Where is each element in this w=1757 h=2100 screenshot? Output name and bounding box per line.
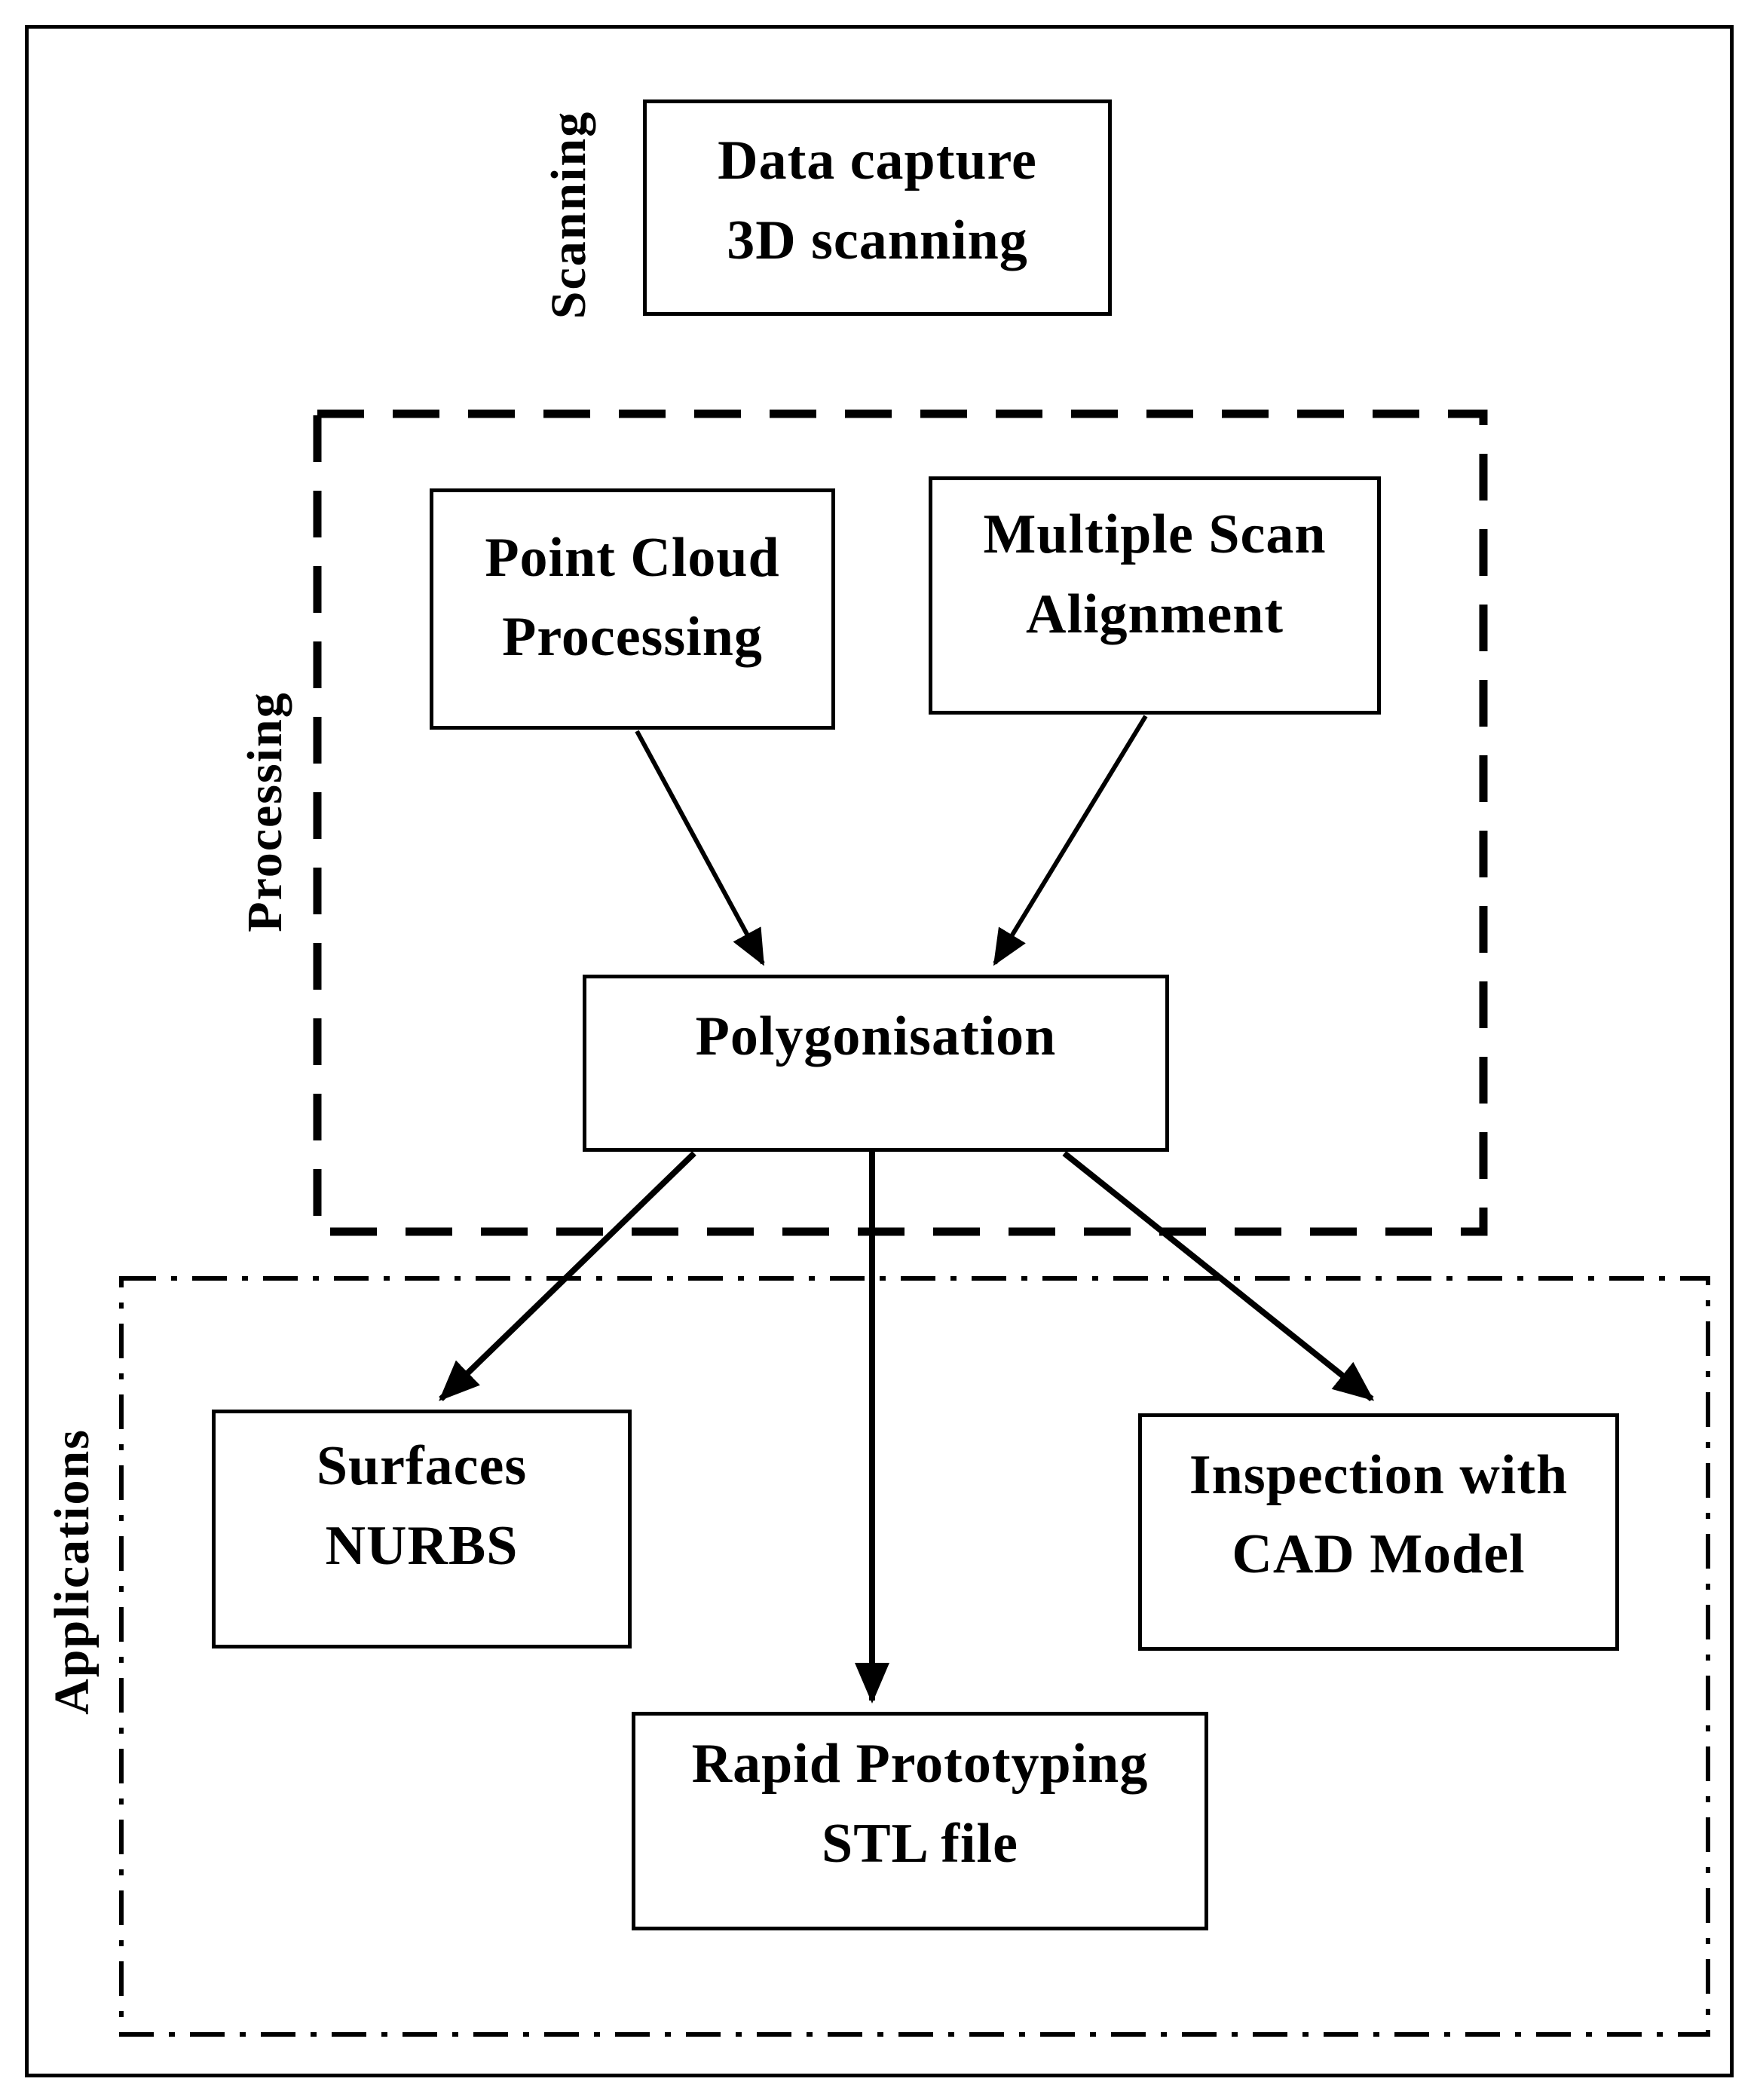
section-label-scanning: Scanning: [541, 110, 596, 320]
arrow-polygonisation-to-surfaces: [439, 1151, 696, 1401]
section-label-applications: Applications: [44, 1428, 99, 1715]
arrow-polygonisation-to-inspection: [1062, 1150, 1375, 1402]
node-rapid-prototyping-stl: Rapid Prototyping STL file: [632, 1712, 1208, 1930]
node-point-cloud-line1: Point Cloud: [485, 526, 780, 589]
node-multiple-scan-line2: Alignment: [1026, 583, 1284, 645]
arrow-point-cloud-to-polygonisation: [635, 730, 765, 966]
node-data-capture-line2: 3D scanning: [727, 209, 1028, 271]
node-rapid-line1: Rapid Prototyping: [691, 1733, 1149, 1795]
section-label-processing: Processing: [237, 691, 292, 932]
processing-section-border: [313, 409, 1488, 1236]
node-polygonisation-line1: Polygonisation: [695, 1005, 1057, 1067]
node-data-capture-line1: Data capture: [718, 130, 1037, 192]
outer-frame: [25, 25, 1734, 2077]
node-multiple-scan-alignment: Multiple Scan Alignment: [929, 476, 1381, 715]
node-surfaces-nurbs: Surfaces NURBS: [212, 1410, 632, 1648]
node-surfaces-line2: NURBS: [325, 1514, 519, 1577]
node-inspection-line2: CAD Model: [1232, 1523, 1526, 1585]
applications-section-border: [119, 1276, 1710, 2037]
node-multiple-scan-line1: Multiple Scan: [983, 504, 1327, 566]
node-polygonisation: Polygonisation: [583, 975, 1169, 1152]
arrow-multiple-scan-to-polygonisation: [993, 715, 1148, 966]
node-point-cloud-line2: Processing: [502, 606, 763, 668]
node-data-capture: Data capture 3D scanning: [643, 99, 1112, 316]
node-rapid-line2: STL file: [822, 1812, 1018, 1875]
node-surfaces-line1: Surfaces: [316, 1435, 528, 1498]
node-inspection-line1: Inspection with: [1189, 1443, 1569, 1506]
node-point-cloud-processing: Point Cloud Processing: [430, 488, 835, 730]
node-inspection-cad-model: Inspection with CAD Model: [1138, 1413, 1619, 1651]
